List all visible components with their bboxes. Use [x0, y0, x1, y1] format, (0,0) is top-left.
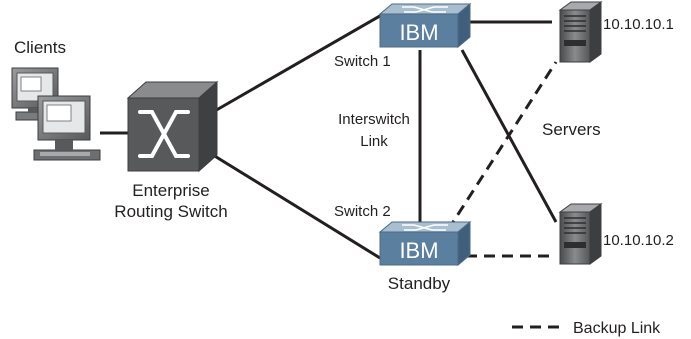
server1-ip: 10.10.10.1 — [603, 16, 674, 33]
client-workstation-icon — [11, 67, 101, 161]
ibm-switch-icon — [378, 220, 472, 267]
link-router-to-switch2 — [212, 153, 381, 260]
standby-label: Standby — [388, 274, 451, 293]
clients-label: Clients — [14, 38, 66, 57]
switch1-brand: IBM — [399, 20, 438, 45]
switch2-brand: IBM — [399, 238, 438, 263]
enterprise-label-line1: Enterprise — [132, 181, 209, 200]
backup-link-switch2-to-server1 — [446, 61, 558, 231]
enterprise-routing-switch-icon — [126, 80, 219, 173]
interswitch-label-line2: Link — [360, 133, 388, 150]
switch1-label: Switch 1 — [334, 53, 391, 70]
servers-label: Servers — [542, 120, 601, 139]
server-icon — [558, 1, 603, 63]
switch2-label: Switch 2 — [334, 203, 391, 220]
ibm-switch-icon — [378, 2, 472, 49]
interswitch-label-line1: Interswitch — [338, 111, 410, 128]
legend: Backup Link — [512, 320, 661, 337]
link-router-to-switch1 — [212, 11, 386, 114]
server-icon — [558, 203, 603, 265]
server2-ip: 10.10.10.2 — [603, 232, 674, 249]
legend-backup-link: Backup Link — [573, 320, 661, 337]
backup-links — [446, 61, 558, 258]
enterprise-label-line2: Routing Switch — [114, 202, 227, 221]
